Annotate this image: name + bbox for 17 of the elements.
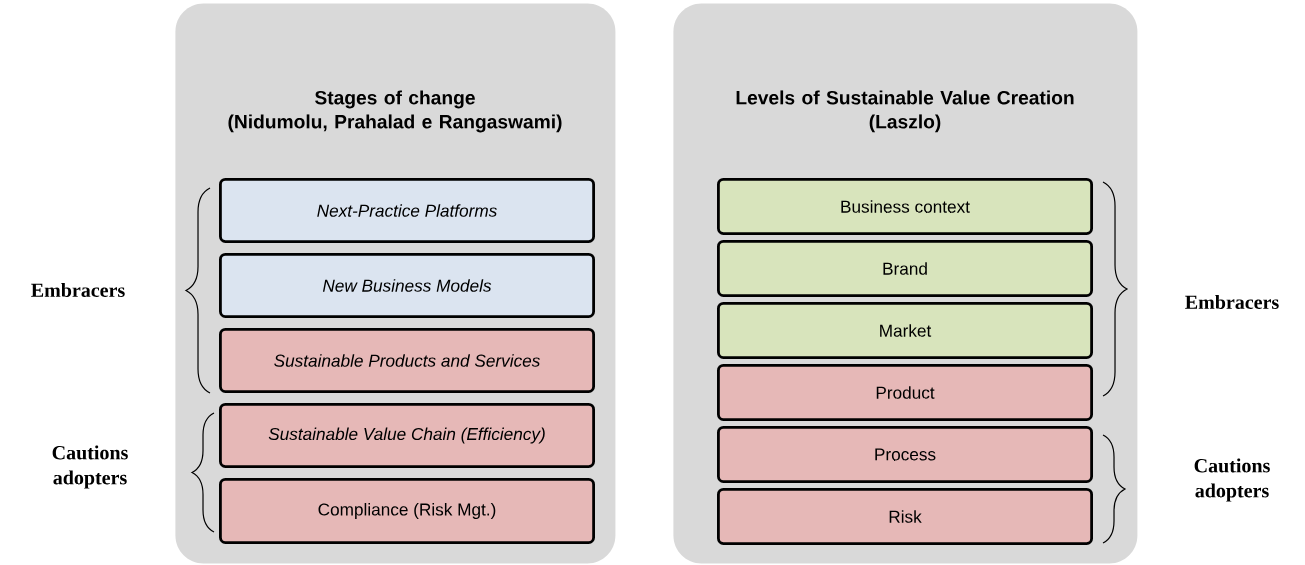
stage-box: Sustainable Value Chain (Efficiency)	[219, 403, 595, 468]
group-label: Cautions adopters	[52, 445, 128, 489]
stage-box: Product	[717, 364, 1093, 421]
group-label: Cautions adopters	[1194, 458, 1270, 502]
panel-title: Stages of change (Nidumolu, Prahalad e Rangaswami)	[228, 90, 562, 133]
stage-box: Process	[717, 426, 1093, 483]
stage-box: Sustainable Products and Services	[219, 328, 595, 393]
panel-title: Levels of Sustainable Value Creation (Laszlo)	[736, 90, 1074, 133]
stage-box: Risk	[717, 488, 1093, 545]
stage-box: Next-Practice Platforms	[219, 178, 595, 243]
group-label: Embracers	[31, 282, 125, 297]
stage-box: Compliance (Risk Mgt.)	[219, 478, 595, 544]
stage-box: Market	[717, 302, 1093, 359]
group-label: Embracers	[1185, 294, 1279, 309]
stage-box: Brand	[717, 240, 1093, 297]
stage-box: Business context	[717, 178, 1093, 235]
stage-box: New Business Models	[219, 253, 595, 318]
